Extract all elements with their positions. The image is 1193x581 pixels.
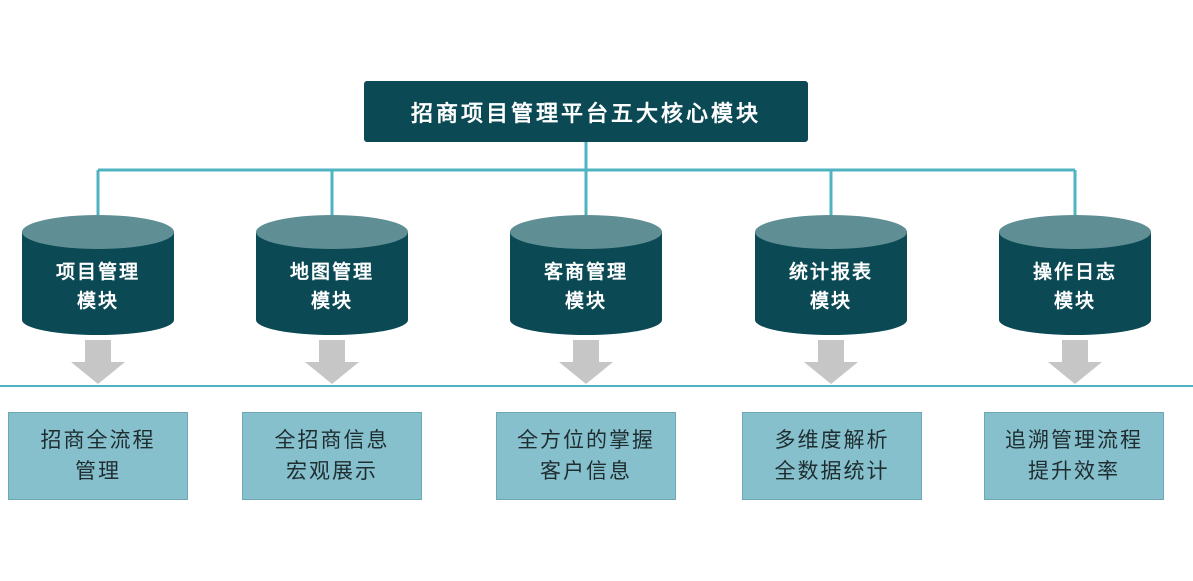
module-label-5: 操作日志 模块	[999, 258, 1151, 316]
module-description-5: 追溯管理流程 提升效率	[984, 412, 1164, 500]
description-line2: 全数据统计	[774, 459, 890, 483]
description-line1: 全招商信息	[274, 428, 390, 452]
module-label-3: 客商管理 模块	[510, 258, 662, 316]
down-arrow-icon	[804, 340, 858, 384]
description-line1: 全方位的掌握	[517, 428, 655, 452]
description-line2: 客户信息	[540, 459, 632, 483]
module-cylinder-4	[755, 215, 907, 335]
module-label-line2: 模块	[76, 290, 119, 312]
module-label-line2: 模块	[809, 290, 852, 312]
root-title-box: 招商项目管理平台五大核心模块	[364, 81, 808, 142]
connector-lines	[96, 142, 1077, 220]
module-label-line2: 模块	[564, 290, 607, 312]
description-line1: 多维度解析	[774, 428, 890, 452]
module-cylinder-2	[256, 215, 408, 335]
root-title: 招商项目管理平台五大核心模块	[410, 100, 761, 127]
module-label-line1: 项目管理	[55, 261, 140, 283]
module-description-1: 招商全流程 管理	[8, 412, 188, 500]
module-label-line1: 地图管理	[289, 261, 374, 283]
description-line2: 提升效率	[1028, 459, 1120, 483]
module-description-3: 全方位的掌握 客户信息	[496, 412, 676, 500]
module-label-1: 项目管理 模块	[22, 258, 174, 316]
module-label-4: 统计报表 模块	[755, 258, 907, 316]
down-arrow-icon	[305, 340, 359, 384]
description-line2: 管理	[75, 459, 121, 483]
module-label-line1: 统计报表	[788, 261, 873, 283]
module-label-line2: 模块	[310, 290, 353, 312]
down-arrow-icon	[71, 340, 125, 384]
module-label-line1: 操作日志	[1032, 261, 1117, 283]
module-description-2: 全招商信息 宏观展示	[242, 412, 422, 500]
down-arrow-icon	[1048, 340, 1102, 384]
description-line2: 宏观展示	[286, 459, 378, 483]
down-arrow-icon	[559, 340, 613, 384]
module-label-line1: 客商管理	[543, 261, 628, 283]
module-cylinder-3	[510, 215, 662, 335]
description-line1: 追溯管理流程	[1005, 428, 1143, 452]
module-cylinder-1	[22, 215, 174, 335]
module-description-4: 多维度解析 全数据统计	[742, 412, 922, 500]
module-cylinder-5	[999, 215, 1151, 335]
module-label-line2: 模块	[1053, 290, 1096, 312]
module-label-2: 地图管理 模块	[256, 258, 408, 316]
description-line1: 招商全流程	[40, 428, 156, 452]
